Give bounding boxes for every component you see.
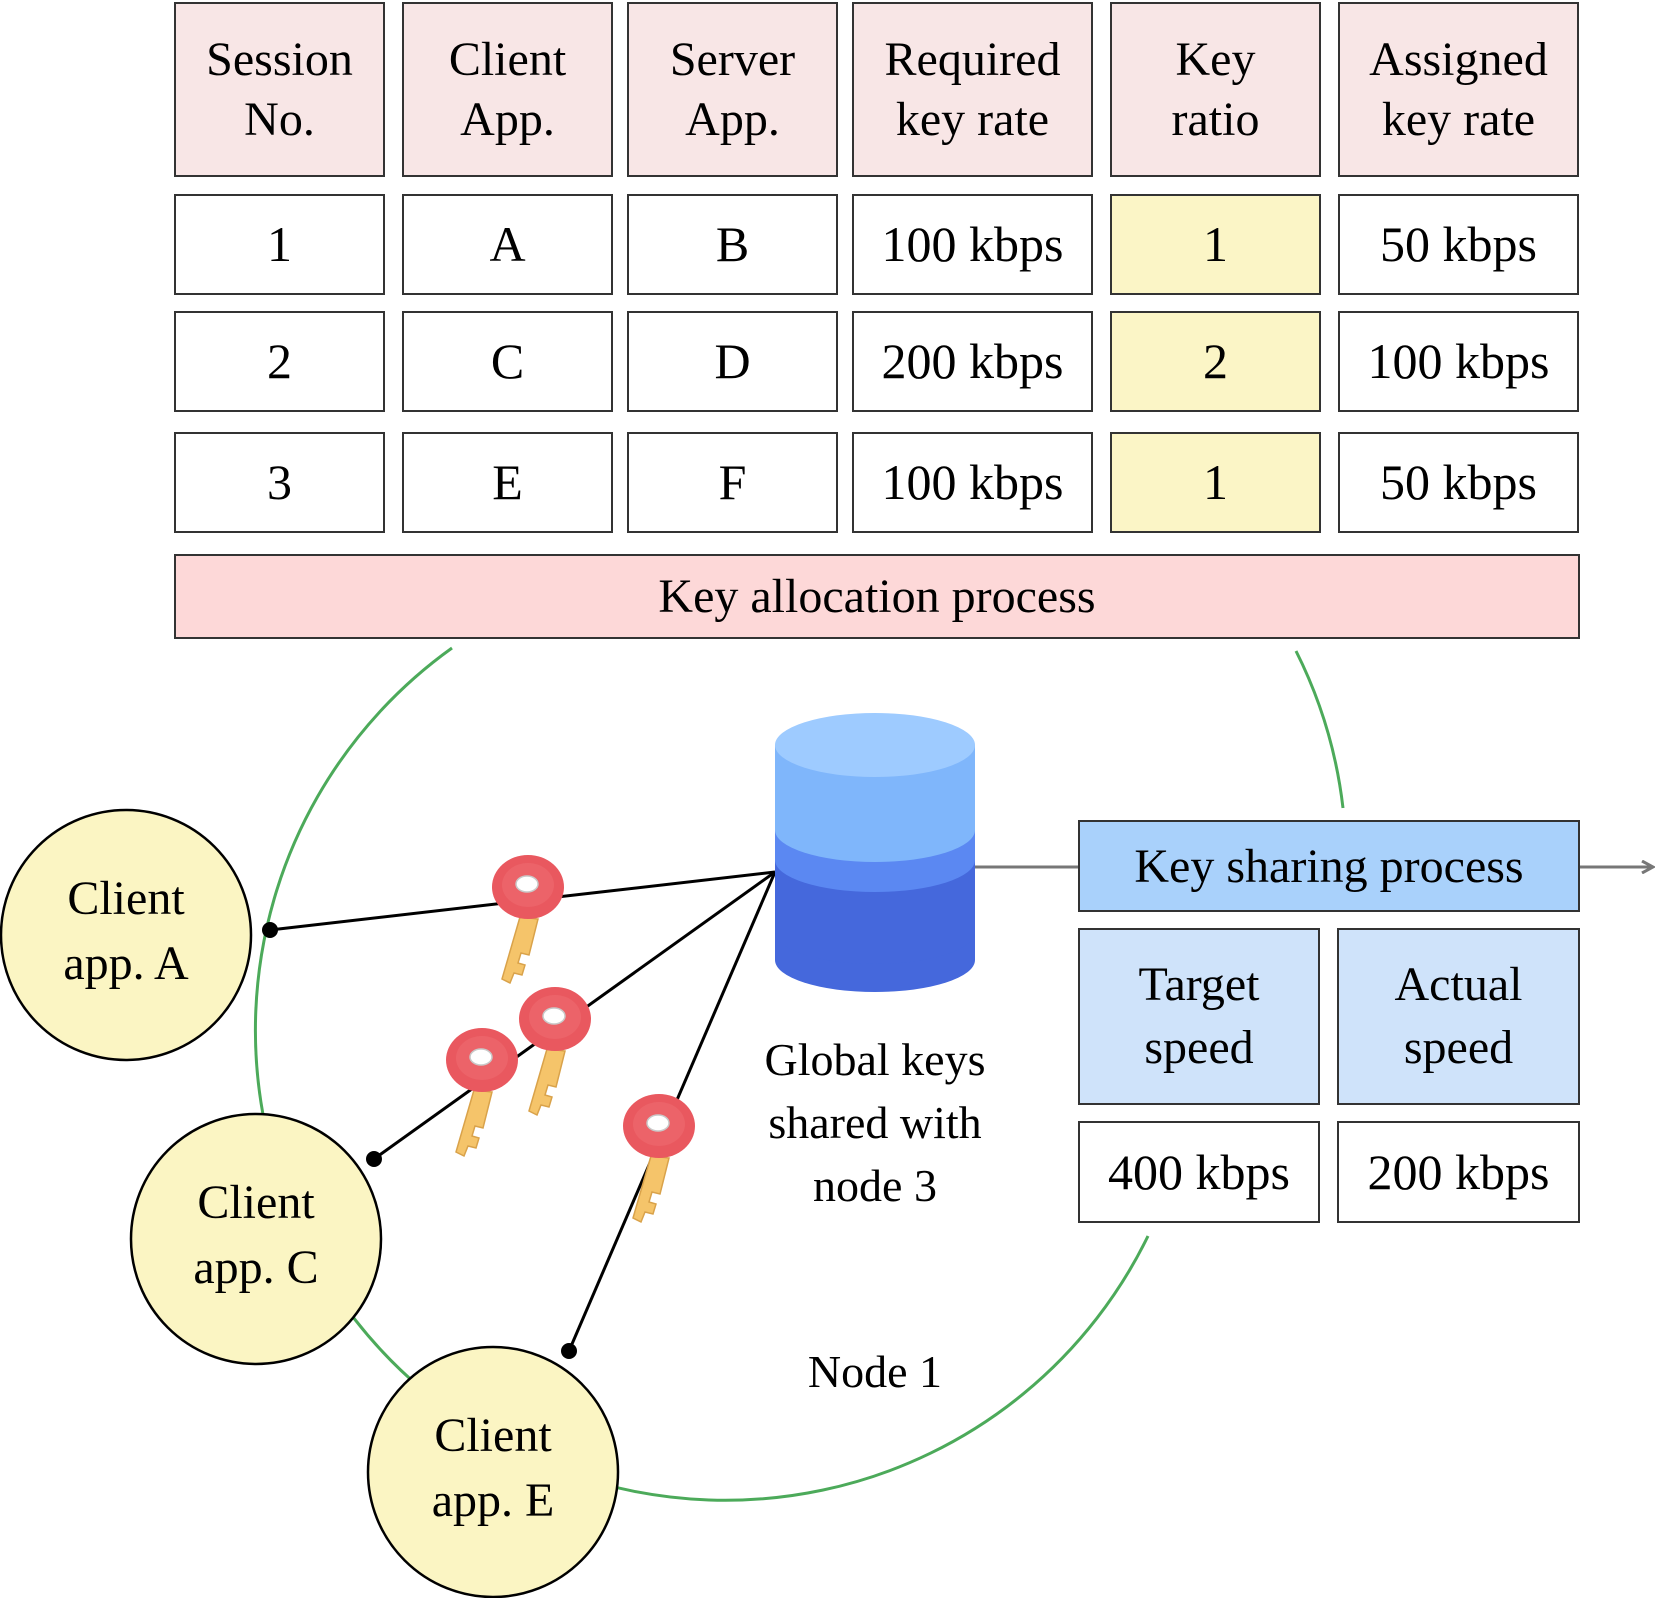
key-icon	[445, 1027, 519, 1157]
cell-assigned-key-rate: 100 kbps	[1338, 311, 1579, 412]
cell-required-key-rate: 100 kbps	[852, 194, 1093, 295]
global-keys-label: Global keys shared with node 3	[764, 1034, 986, 1212]
node-circle-upper-right	[1294, 650, 1345, 809]
header-server-app: Server App.	[627, 2, 838, 177]
database-icon	[775, 713, 975, 992]
key-icon	[491, 854, 565, 984]
cell-session-no: 1	[174, 194, 385, 295]
client-label-a: Client app. A	[63, 872, 189, 990]
client-circle-a	[0, 808, 253, 1062]
key-allocation-process: Key allocation process	[174, 554, 1580, 639]
cell-assigned-key-rate: 50 kbps	[1338, 432, 1579, 533]
endpoint-client-e	[561, 1343, 577, 1359]
cell-session-no: 3	[174, 432, 385, 533]
client-label-e: Client app. E	[431, 1409, 555, 1527]
header-required-key-rate: Required key rate	[852, 2, 1093, 177]
cell-client-app: A	[402, 194, 613, 295]
endpoint-client-c	[366, 1151, 382, 1167]
client-circle-c	[129, 1112, 383, 1366]
key-sharing-process: Key sharing process	[1078, 820, 1580, 912]
header-key-ratio: Key ratio	[1110, 2, 1321, 177]
cell-assigned-key-rate: 50 kbps	[1338, 194, 1579, 295]
cell-required-key-rate: 100 kbps	[852, 432, 1093, 533]
cell-actual-speed: 200 kbps	[1337, 1121, 1580, 1223]
header-actual-speed: Actual speed	[1337, 928, 1580, 1105]
cell-server-app: F	[627, 432, 838, 533]
header-session-no: Session No.	[174, 2, 385, 177]
header-target-speed: Target speed	[1078, 928, 1320, 1105]
key-icon	[518, 986, 592, 1116]
header-client-app: Client App.	[402, 2, 613, 177]
cell-key-ratio: 2	[1110, 311, 1321, 412]
header-assigned-key-rate: Assigned key rate	[1338, 2, 1579, 177]
cell-server-app: D	[627, 311, 838, 412]
cell-required-key-rate: 200 kbps	[852, 311, 1093, 412]
node-label: Node 1	[807, 1346, 943, 1397]
client-label-c: Client app. C	[193, 1176, 319, 1294]
client-circle-e	[366, 1345, 620, 1598]
cell-client-app: C	[402, 311, 613, 412]
cell-client-app: E	[402, 432, 613, 533]
cell-key-ratio: 1	[1110, 194, 1321, 295]
endpoint-client-a	[262, 922, 278, 938]
cell-session-no: 2	[174, 311, 385, 412]
cell-server-app: B	[627, 194, 838, 295]
cell-target-speed: 400 kbps	[1078, 1121, 1320, 1223]
cell-key-ratio: 1	[1110, 432, 1321, 533]
